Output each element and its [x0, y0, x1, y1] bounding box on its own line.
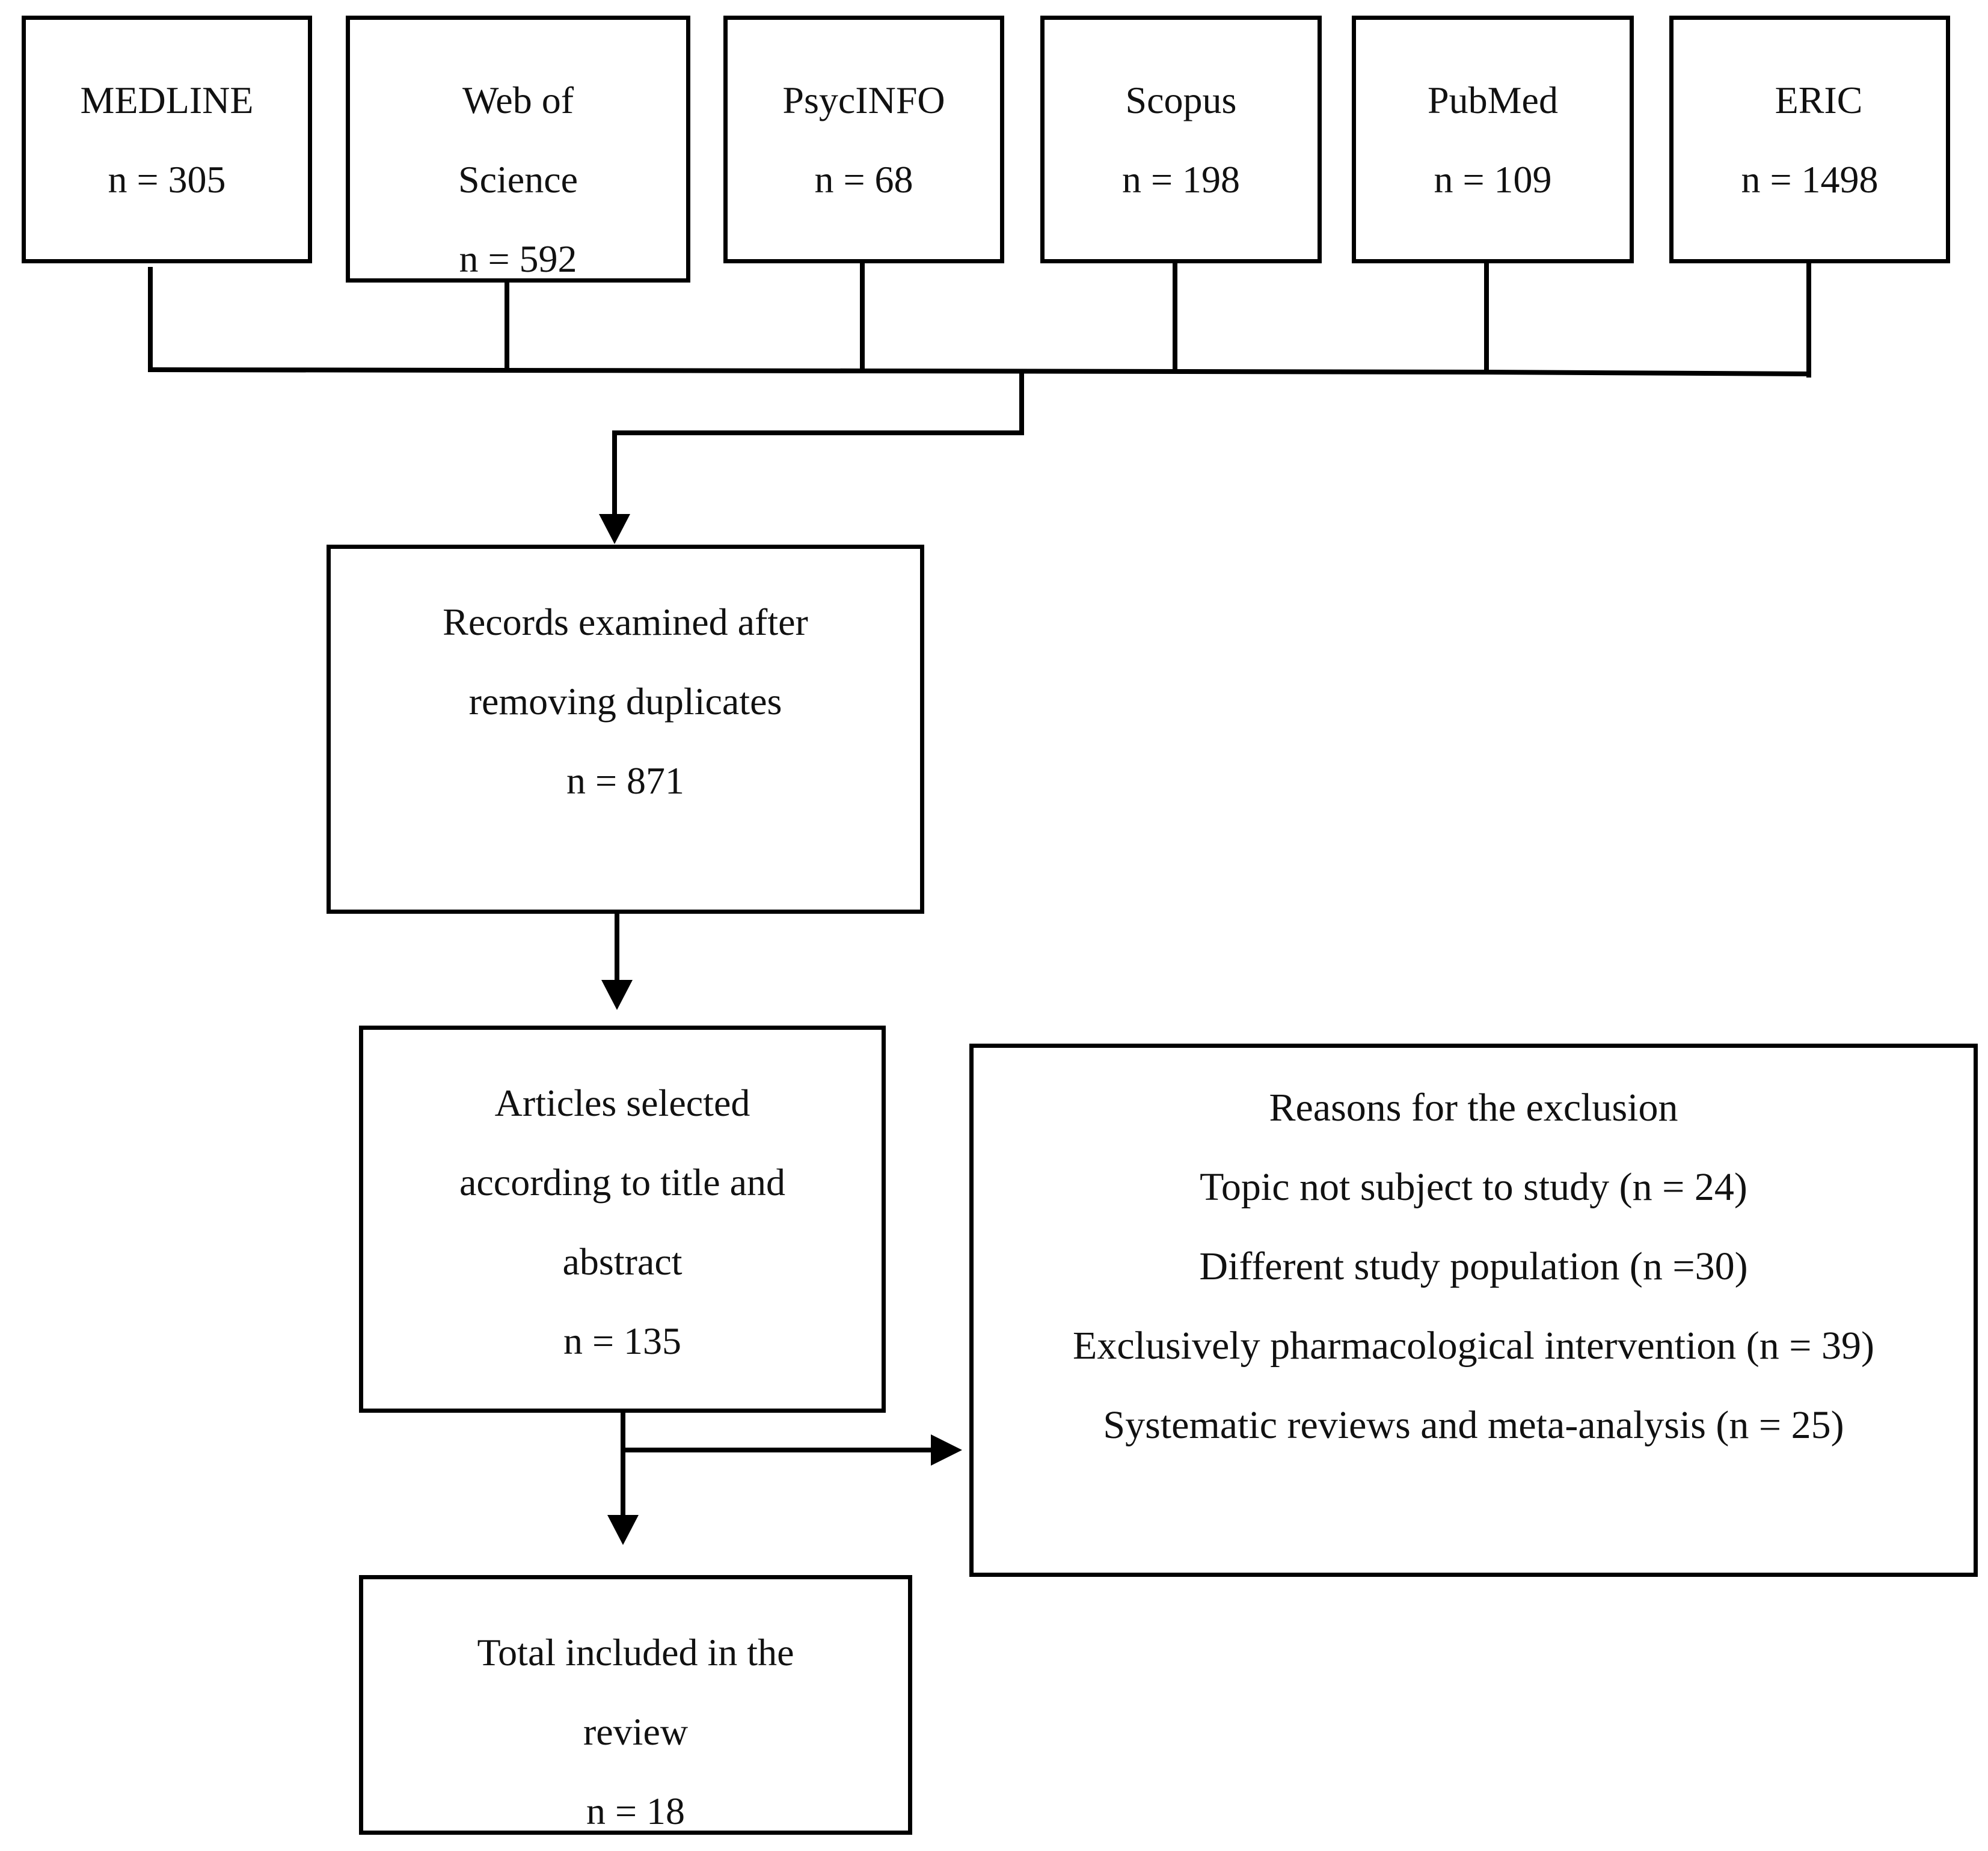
source-box-medline: MEDLINE n = 305 — [22, 16, 312, 263]
source-name: PubMed — [1428, 79, 1558, 121]
selected-count: n = 135 — [563, 1320, 682, 1362]
source-box-pubmed: PubMed n = 109 — [1352, 16, 1634, 263]
connector-to-records — [612, 370, 1024, 521]
source-name-line1: Web of — [462, 79, 574, 121]
selected-text-line1: Articles selected — [494, 1082, 750, 1124]
collector-line — [147, 367, 1812, 377]
arrowhead-selected — [601, 980, 633, 1010]
arrowhead-records — [599, 514, 630, 544]
selected-text-line3: abstract — [562, 1240, 683, 1283]
selected-text-line2: according to title and — [459, 1161, 786, 1204]
source-name-line2: Science — [458, 158, 578, 201]
arrowhead-exclusion — [931, 1434, 962, 1466]
exclusion-title: Reasons for the exclusion — [1269, 1086, 1678, 1130]
source-count: n = 305 — [108, 158, 226, 201]
records-count: n = 871 — [566, 759, 685, 802]
source-box-psycinfo: PsycINFO n = 68 — [723, 16, 1004, 263]
source-name: PsycINFO — [782, 79, 945, 121]
selected-box: Articles selected according to title and… — [359, 1026, 886, 1413]
exclusion-reason: Topic not subject to study (n = 24) — [1200, 1165, 1747, 1209]
records-text-line1: Records examined after — [443, 601, 808, 643]
arrowhead-included — [607, 1515, 639, 1545]
source-box-scopus: Scopus n = 198 — [1040, 16, 1322, 263]
source-name: MEDLINE — [80, 79, 254, 121]
source-count: n = 109 — [1434, 158, 1552, 201]
included-box: Total included in the review n = 18 — [359, 1575, 912, 1835]
source-box-eric: ERIC n = 1498 — [1669, 16, 1950, 263]
exclusion-reason: Different study population (n =30) — [1199, 1244, 1748, 1288]
source-count: n = 68 — [814, 158, 913, 201]
source-count: n = 592 — [459, 237, 577, 280]
records-box: Records examined after removing duplicat… — [327, 545, 924, 914]
included-text-line1: Total included in the — [477, 1631, 794, 1674]
exclusion-reason: Exclusively pharmacological intervention… — [1073, 1324, 1874, 1368]
included-count: n = 18 — [586, 1790, 686, 1832]
exclusion-reason: Systematic reviews and meta-analysis (n … — [1103, 1403, 1844, 1447]
records-text-line2: removing duplicates — [468, 680, 782, 723]
included-text-line2: review — [583, 1710, 689, 1753]
exclusion-box: Reasons for the exclusion Topic not subj… — [969, 1044, 1978, 1577]
source-name: ERIC — [1775, 79, 1863, 121]
source-count: n = 1498 — [1741, 158, 1879, 201]
source-name: Scopus — [1125, 79, 1237, 121]
source-box-web-of-science: Web of Science n = 592 — [346, 16, 690, 283]
source-count: n = 198 — [1121, 158, 1241, 201]
